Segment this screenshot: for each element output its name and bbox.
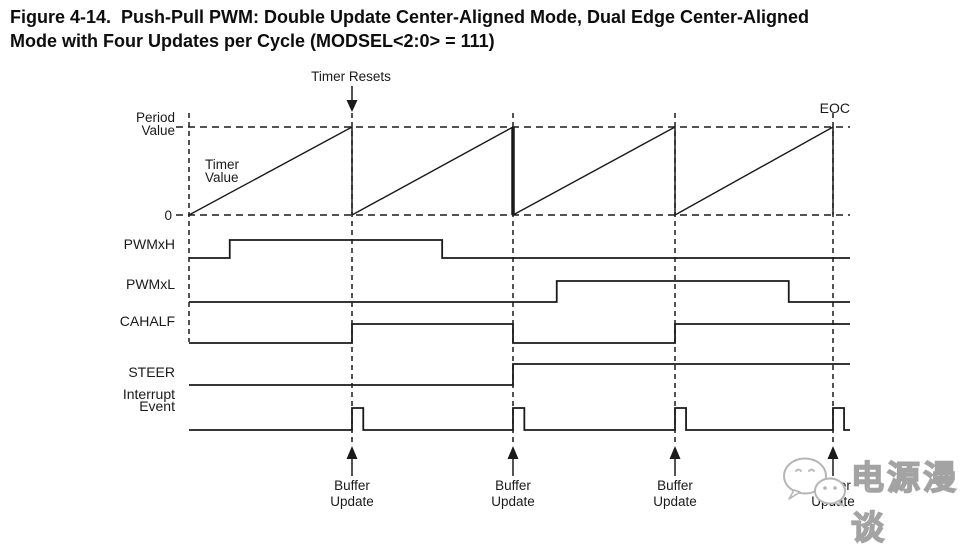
buffer-update-label-line2: Update	[330, 494, 374, 509]
timer-resets-label: Timer Resets	[311, 69, 391, 84]
signal-waveform-steer	[189, 363, 850, 386]
datasheet-figure-page: { "title": { "line1": "Figure 4-14. Push…	[10, 6, 970, 548]
zero-label: 0	[164, 208, 172, 223]
signal-waveform-cahalf	[189, 323, 850, 344]
signal-label-interrupt-event: Event	[139, 398, 175, 414]
buffer-update-arrow-head	[346, 446, 358, 459]
figure-caption-line2: Mode with Four Updates per Cycle (MODSEL…	[10, 30, 495, 51]
timer-ramp	[512, 126, 676, 216]
figure-caption: Figure 4-14. Push-Pull PWM: Double Updat…	[10, 6, 970, 53]
timer-ramp	[674, 126, 834, 216]
buffer-update-label-line2: Update	[653, 494, 697, 509]
timer-value-label-line2: Value	[205, 170, 239, 185]
signal-label-steer: STEER	[128, 364, 175, 380]
timer-ramp	[188, 126, 353, 216]
signal-waveform-pwmxh	[189, 239, 850, 259]
buffer-update-label-line1: Buffer	[334, 478, 370, 493]
buffer-update-arrow-head	[669, 446, 681, 459]
signal-waveform-pwmxl	[189, 280, 850, 303]
signal-waveform-interrupt-event	[189, 407, 850, 431]
period-value-label-line1: Period	[136, 110, 175, 125]
wechat-icon	[783, 457, 846, 507]
buffer-update-arrow-head	[827, 446, 839, 459]
watermark: 电源漫谈	[779, 453, 975, 553]
buffer-update-label-line2: Update	[491, 494, 535, 509]
watermark-text: 电源漫谈	[850, 457, 959, 548]
signal-label-interrupt-event: Interrupt	[123, 386, 175, 402]
buffer-update-label-line1: Buffer	[495, 478, 531, 493]
eoc-label: EOC	[820, 100, 850, 116]
timing-diagram: Period Value 0 Timer Value Timer Resets …	[120, 69, 855, 509]
figure-caption-line1: Figure 4-14. Push-Pull PWM: Double Updat…	[10, 7, 810, 27]
timer-value-label-line1: Timer	[205, 157, 239, 172]
timer-ramp	[351, 126, 514, 216]
signal-label-pwmxl: PWMxL	[126, 276, 175, 292]
period-value-label-line2: Value	[141, 123, 175, 138]
timer-resets-arrow-head	[346, 100, 358, 112]
buffer-update-label-line1: Buffer	[657, 478, 693, 493]
buffer-update-arrow-head	[507, 446, 519, 459]
signal-label-cahalf: CAHALF	[120, 313, 175, 329]
signal-label-pwmxh: PWMxH	[124, 236, 175, 252]
